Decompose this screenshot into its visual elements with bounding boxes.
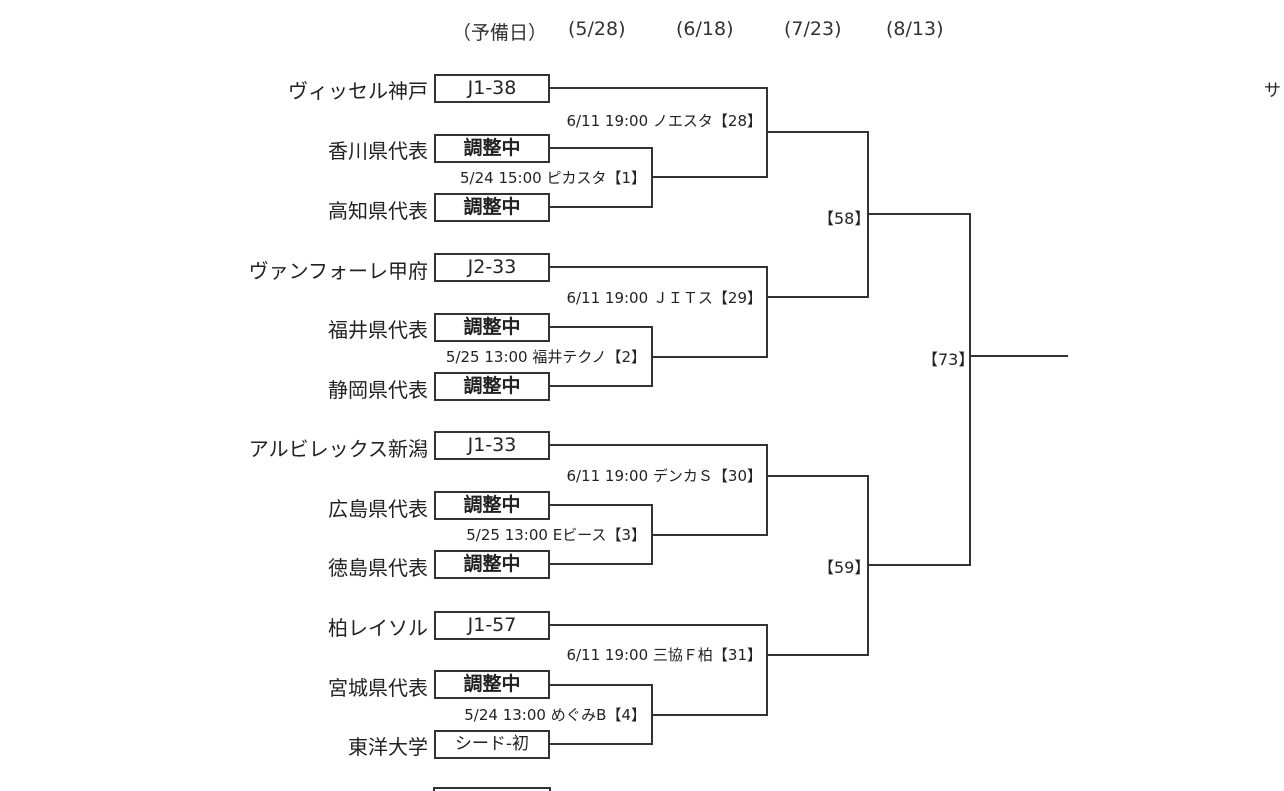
team-status-box: 調整中 [434,313,550,342]
match-label-r1: 5/24 13:00 めぐみB【4】 [464,706,646,724]
team-name: ヴィッセル神戸 [288,79,428,103]
team-status-box: J1-57 [434,611,550,640]
bracket-cutoff-box [433,787,551,791]
team-name: 香川県代表 [328,139,428,163]
team-name: 徳島県代表 [328,556,428,580]
bracket-line-r2-g2 [550,266,768,358]
round-date-3: (7/23) [784,18,842,40]
team-name: 柏レイソル [328,616,428,640]
round-date-2: (6/18) [676,18,734,40]
match-label-r2: 6/11 19:00 ＪＩＴス【29】 [566,289,762,307]
round-date-reserve: （予備日） [452,22,548,44]
match-label-r1: 5/25 13:00 Eビース【3】 [466,526,646,544]
team-status-box: 調整中 [434,134,550,163]
team-name: 広島県代表 [328,497,428,521]
bracket-line-r2-g1 [550,87,768,178]
team-name: 高知県代表 [328,199,428,223]
team-name: 静岡県代表 [328,378,428,402]
team-status-box: 調整中 [434,193,550,222]
team-status-box: 調整中 [434,491,550,520]
bracket-line-r2-g3 [550,444,768,536]
team-name: 福井県代表 [328,318,428,342]
bracket-line-r4 [868,213,971,566]
match-label-r2: 6/11 19:00 ノエスタ【28】 [566,112,762,130]
round-date-1: (5/28) [568,18,626,40]
team-status-box: 調整中 [434,670,550,699]
match-number-r4: 【73】 [922,350,975,369]
team-status-box: 調整中 [434,550,550,579]
team-status-box: J2-33 [434,253,550,282]
match-label-r2: 6/11 19:00 三協Ｆ柏【31】 [566,646,762,664]
team-name: 東洋大学 [348,735,428,759]
round-date-4: (8/13) [886,18,944,40]
match-number-r3: 【58】 [818,209,871,228]
team-status-box: J1-33 [434,431,550,460]
team-name: アルビレックス新潟 [248,437,428,461]
team-status-box: シード-初 [434,730,550,759]
match-label-r1: 5/25 13:00 福井テクノ【2】 [445,348,646,366]
team-status-box: 調整中 [434,372,550,401]
team-name: ヴァンフォーレ甲府 [248,259,428,283]
match-label-r2: 6/11 19:00 デンカＳ【30】 [566,467,762,485]
cutoff-text: サ [1264,81,1281,101]
team-name: 宮城県代表 [328,676,428,700]
team-status-box: J1-38 [434,74,550,103]
match-label-r1: 5/24 15:00 ピカスタ【1】 [460,169,646,187]
bracket-line-r2-g4 [550,624,768,716]
match-number-r3: 【59】 [818,558,871,577]
